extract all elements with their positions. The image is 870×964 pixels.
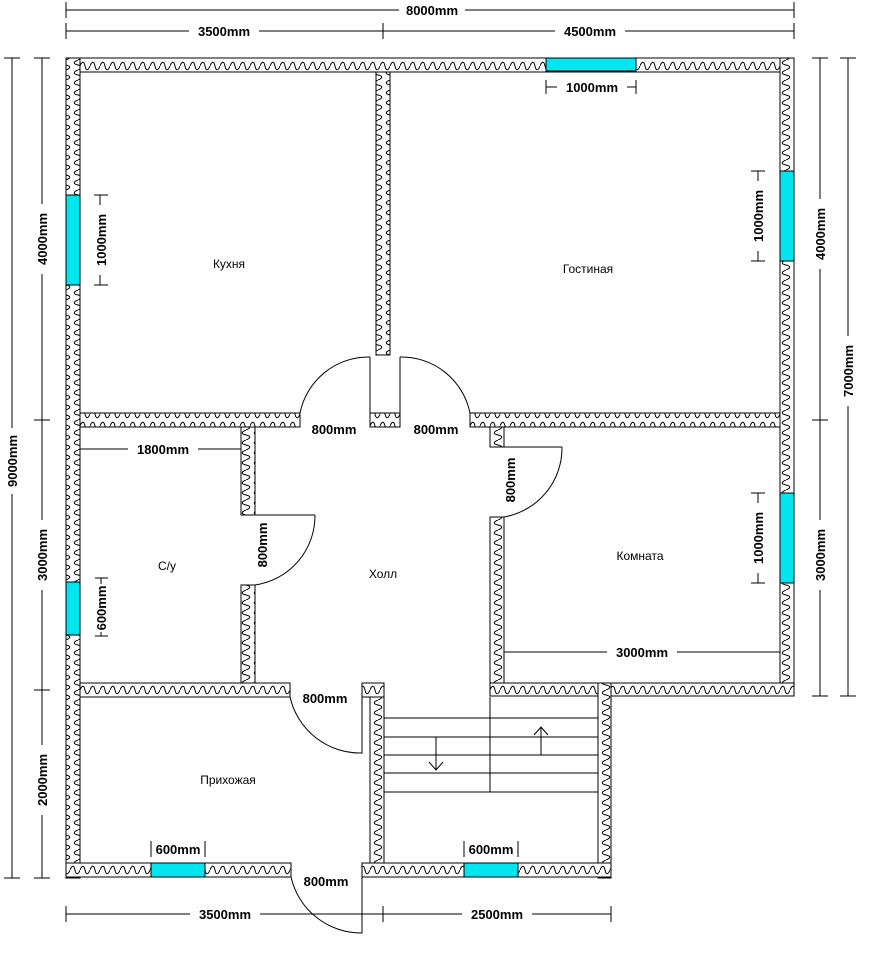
door-room xyxy=(503,446,563,518)
wall-room-upper xyxy=(489,426,505,448)
dim-top-left: 3500mm xyxy=(198,24,250,39)
door-kitchen xyxy=(299,356,371,414)
dimensions-horizontal: 8000mm 3500mm 4500mm 1000mm 1800mm 3000m… xyxy=(65,2,795,922)
wall-bath-bottom xyxy=(79,682,291,698)
wall-room-bottom xyxy=(489,682,599,697)
dim-entry-window: 600mm xyxy=(156,842,201,857)
dim-door-front: 800mm xyxy=(304,874,349,889)
wall-bath-upper xyxy=(240,426,256,516)
dim-right-total: 7000mm xyxy=(841,345,856,397)
dim-door-entry: 800mm xyxy=(303,691,348,706)
dim-top-right: 4500mm xyxy=(564,24,616,39)
wall-left xyxy=(65,57,81,879)
dim-total-width: 8000mm xyxy=(406,3,458,18)
dim-bottom-right: 2500mm xyxy=(471,907,523,922)
label-entry: Прихожая xyxy=(200,773,256,787)
window-living-top xyxy=(545,57,637,72)
wall-center-stub xyxy=(369,412,401,428)
dim-bath-window: 600mm xyxy=(94,586,109,631)
label-hall: Холл xyxy=(369,567,397,581)
wall-stair-right xyxy=(597,682,612,879)
window-bath xyxy=(65,581,81,636)
dim-left-middle: 3000mm xyxy=(35,529,50,581)
wall-kitchen-bottom xyxy=(79,412,301,428)
label-bath: С/у xyxy=(158,559,176,573)
dim-left-upper: 4000mm xyxy=(35,213,50,265)
dim-kitchen-window: 1000mm xyxy=(94,214,109,266)
dimensions-vertical: 9000mm 4000mm 3000mm 2000mm 4000mm 3000m… xyxy=(4,57,856,879)
window-entry xyxy=(150,862,206,878)
exterior-walls xyxy=(65,57,795,879)
dim-bottom-left: 3500mm xyxy=(199,907,251,922)
wall-top xyxy=(65,57,795,73)
windows xyxy=(65,57,795,878)
window-room xyxy=(779,492,795,584)
wall-stair-stub xyxy=(361,682,385,698)
window-kitchen xyxy=(65,194,81,286)
label-room: Комната xyxy=(617,549,664,563)
wall-entry-stair xyxy=(369,696,385,864)
dim-door-room: 800mm xyxy=(503,458,518,503)
wall-right xyxy=(779,57,795,697)
dim-room-window: 1000mm xyxy=(751,512,766,564)
wall-right-bottom xyxy=(597,682,795,697)
door-living xyxy=(399,356,471,414)
doors xyxy=(254,356,563,934)
dim-right-lower: 3000mm xyxy=(813,529,828,581)
door-entry xyxy=(289,696,363,754)
interior-walls xyxy=(79,71,781,864)
door-bath xyxy=(254,514,316,586)
dim-right-upper: 4000mm xyxy=(813,208,828,260)
dim-door-kitchen: 800mm xyxy=(312,422,357,437)
dim-room-width: 3000mm xyxy=(616,645,668,660)
dim-living-window: 1000mm xyxy=(751,190,766,242)
dim-door-living: 800mm xyxy=(414,422,459,437)
room-labels: Кухня Гостиная С/у Холл Комната Прихожая xyxy=(158,257,664,787)
dim-left-lower: 2000mm xyxy=(35,754,50,806)
label-kitchen: Кухня xyxy=(213,257,245,271)
wall-room-lower xyxy=(489,516,505,684)
dim-door-bath: 800mm xyxy=(255,523,270,568)
window-stair xyxy=(463,862,519,878)
dim-top-window: 1000mm xyxy=(566,80,618,95)
door-front xyxy=(290,876,363,934)
wall-kitchen-living xyxy=(375,71,391,356)
dim-stair-window: 600mm xyxy=(469,842,514,857)
dim-bath-width: 1800mm xyxy=(137,442,189,457)
window-living-right xyxy=(779,170,795,262)
wall-living-bottom xyxy=(469,412,781,428)
dim-total-height: 9000mm xyxy=(5,435,20,487)
wall-bath-lower xyxy=(240,584,256,684)
stairs xyxy=(383,697,598,793)
label-living: Гостиная xyxy=(563,262,613,276)
